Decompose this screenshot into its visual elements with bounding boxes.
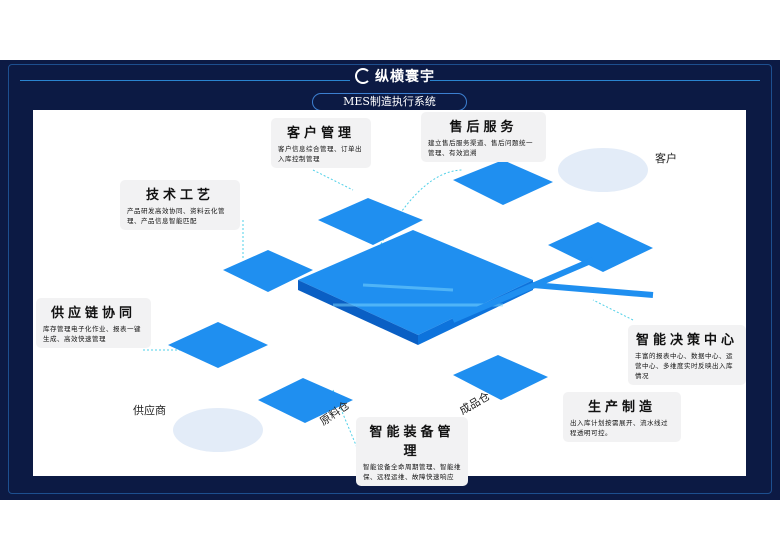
card-decision-center: 智能决策中心丰富的报表中心、数据中心、运营中心、多维度实时反映出入库情况 [628, 325, 746, 385]
finished-warehouse-platform [453, 355, 548, 400]
card-desc: 产品研发高效协同、资料云化管理、产品信息智能匹配 [127, 207, 225, 225]
isometric-diagram [143, 148, 654, 452]
aftersales-platform [453, 160, 553, 205]
connector [332, 389, 359, 451]
connector [362, 169, 464, 281]
supply-platform [168, 322, 268, 368]
central-platform [298, 230, 533, 335]
card-title: 智能装备管理 [369, 425, 455, 459]
card-title: 生产制造 [587, 400, 656, 415]
diagram-panel: 客户管理客户信息综合管理、订单出入库控制管理 售后服务建立售后服务渠道、售后问题… [33, 110, 746, 486]
logo-text: 纵横寰宇 [375, 69, 435, 85]
tech-platform [223, 250, 313, 292]
card-desc: 建立售后服务渠道、售后问题统一管理、有效追溯 [428, 139, 533, 157]
card-desc: 出入库计划按需展开、流水线过程透明可控。 [570, 419, 668, 437]
card-title: 智能决策中心 [635, 333, 738, 348]
card-title: 客户管理 [286, 126, 355, 141]
logo: 纵横寰宇 [355, 66, 435, 86]
platforms [168, 148, 654, 452]
label-customer: 客户 [655, 152, 677, 165]
card-production: 生产制造出入库计划按需展开、流水线过程透明可控。 [563, 392, 681, 442]
card-title: 技术工艺 [145, 188, 214, 203]
card-customer-mgmt: 客户管理客户信息综合管理、订单出入库控制管理 [271, 118, 371, 168]
card-supply-chain: 供应链协同库存管理电子化作业、报表一键生成、高效快速管理 [36, 298, 151, 348]
warehouse-platform [548, 222, 653, 272]
card-desc: 库存管理电子化作业、报表一键生成、高效快速管理 [43, 325, 141, 343]
card-aftersales: 售后服务建立售后服务渠道、售后问题统一管理、有效追溯 [421, 112, 546, 162]
card-desc: 智能设备全命周期管理、智能维保、远程运维、故障快速响应 [363, 463, 461, 481]
supplier-cluster [173, 408, 263, 452]
header-line-right [430, 80, 760, 81]
connector [592, 299, 634, 321]
logo-icon [355, 68, 371, 84]
raw-warehouse-platform [258, 378, 353, 423]
label-supplier: 供应商 [133, 404, 166, 417]
page-title: MES制造执行系统 [312, 93, 467, 111]
card-desc: 客户信息综合管理、订单出入库控制管理 [278, 145, 362, 163]
card-tech: 技术工艺产品研发高效协同、资料云化管理、产品信息智能匹配 [120, 180, 240, 230]
card-desc: 丰富的报表中心、数据中心、运营中心、多维度实时反映出入库情况 [635, 352, 733, 380]
customer-mgmt-platform [318, 198, 423, 245]
card-title: 售后服务 [449, 120, 518, 135]
header-line-left [20, 80, 350, 81]
card-equipment: 智能装备管理智能设备全命周期管理、智能维保、远程运维、故障快速响应 [356, 417, 468, 486]
customer-cluster [558, 148, 648, 192]
connector [312, 169, 354, 191]
card-title: 供应链协同 [50, 306, 136, 321]
